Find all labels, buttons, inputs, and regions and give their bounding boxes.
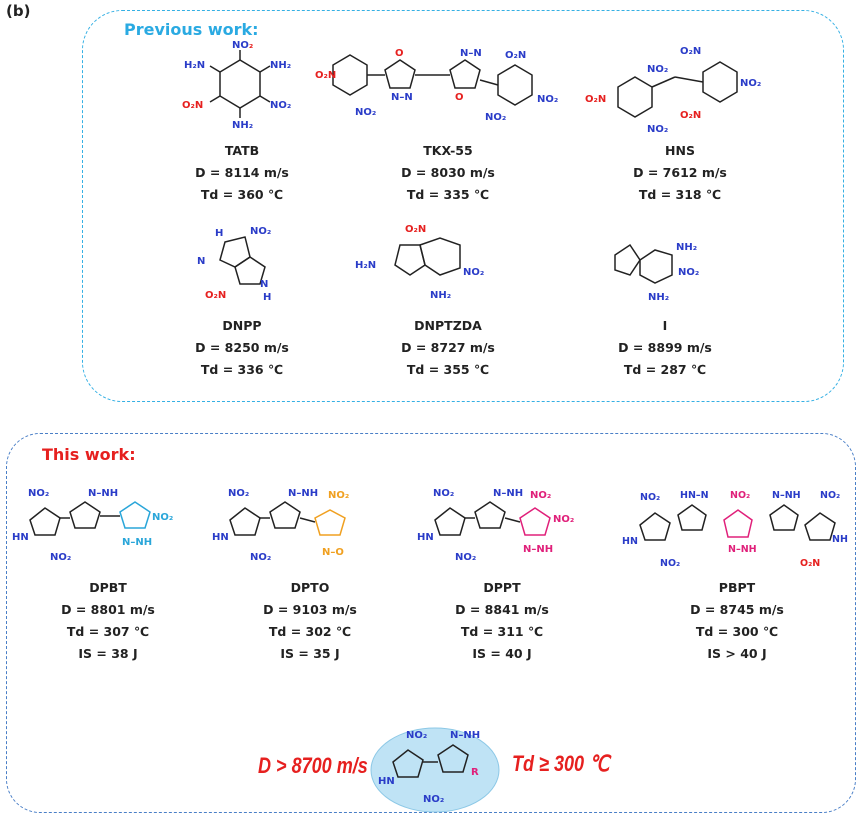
svg-text:N: N bbox=[260, 279, 268, 290]
svg-text:NO₂: NO₂ bbox=[537, 94, 558, 105]
svg-text:NO₂: NO₂ bbox=[250, 226, 271, 237]
dppt-caption: DPPT D = 8841 m/s Td = 311 ℃ IS = 40 J bbox=[455, 580, 549, 661]
svg-text:NO₂: NO₂ bbox=[530, 490, 551, 501]
svg-text:NO₂: NO₂ bbox=[730, 490, 750, 501]
tkx55-structure: O₂N O N–N N–N O NO₂ O₂N NO₂ NO₂ bbox=[315, 48, 558, 123]
svg-text:NO₂: NO₂ bbox=[406, 730, 427, 741]
dnpp-structure: H NO₂ N N H O₂N bbox=[197, 226, 271, 303]
svg-text:N–N: N–N bbox=[391, 92, 413, 103]
svg-text:N–N: N–N bbox=[460, 48, 482, 59]
dnpp-caption: DNPP D = 8250 m/s Td = 336 ℃ bbox=[195, 318, 289, 377]
svg-text:NO₂: NO₂ bbox=[660, 558, 680, 569]
this-work-box bbox=[6, 433, 856, 813]
svg-text:NH₂: NH₂ bbox=[270, 60, 291, 71]
svg-text:NH: NH bbox=[832, 534, 848, 545]
svg-text:HN: HN bbox=[417, 532, 434, 543]
svg-text:N–NH: N–NH bbox=[288, 488, 318, 499]
svg-text:NO₂: NO₂ bbox=[423, 794, 444, 805]
previous-work-box bbox=[82, 10, 844, 402]
hns-caption: HNS D = 7612 m/s Td = 318 ℃ bbox=[633, 143, 727, 202]
svg-text:O₂N: O₂N bbox=[585, 94, 606, 105]
svg-text:H: H bbox=[215, 228, 223, 239]
svg-text:O₂N: O₂N bbox=[505, 50, 526, 61]
svg-text:O₂N: O₂N bbox=[680, 110, 701, 121]
svg-text:NH₂: NH₂ bbox=[430, 290, 451, 301]
svg-text:N–NH: N–NH bbox=[122, 537, 152, 548]
general-scaffold-structure: NO₂ N–NH HN R NO₂ bbox=[370, 727, 500, 813]
svg-text:H₂N: H₂N bbox=[355, 260, 376, 271]
svg-text:O₂N: O₂N bbox=[800, 558, 820, 569]
svg-text:O₂N: O₂N bbox=[680, 46, 701, 57]
detonation-velocity-summary: D > 8700 m/s bbox=[258, 753, 368, 778]
pbpt-structure: NO₂ HN–N NO₂ N–NH NO₂ HN N–NH NH NO₂ O₂N bbox=[622, 490, 848, 569]
svg-text:NH₂: NH₂ bbox=[648, 292, 669, 303]
svg-text:NO₂: NO₂ bbox=[647, 64, 668, 75]
svg-text:HN: HN bbox=[622, 536, 638, 547]
svg-text:R: R bbox=[471, 767, 479, 778]
svg-text:NO₂: NO₂ bbox=[270, 100, 291, 111]
this-work-title: This work: bbox=[42, 445, 136, 464]
svg-text:N: N bbox=[197, 256, 205, 267]
decomposition-temperature-summary: Td ≥ 300 ℃ bbox=[512, 751, 610, 776]
svg-text:O: O bbox=[395, 48, 404, 59]
svg-text:NO₂: NO₂ bbox=[647, 124, 668, 135]
svg-text:NO₂: NO₂ bbox=[152, 512, 173, 523]
tatb-structure: NO₂ NH₂ NO₂ NH₂ O₂N H₂N bbox=[182, 40, 291, 131]
svg-text:NO₂: NO₂ bbox=[678, 267, 699, 278]
dnptzda-structure: O₂N H₂N NO₂ NH₂ bbox=[355, 224, 484, 301]
svg-text:HN–N: HN–N bbox=[680, 490, 709, 501]
pbpt-caption: PBPT D = 8745 m/s Td = 300 ℃ IS > 40 J bbox=[690, 580, 784, 661]
panel-label: (b) bbox=[6, 2, 31, 20]
svg-text:N–NH: N–NH bbox=[728, 544, 757, 555]
svg-text:NO₂: NO₂ bbox=[228, 488, 249, 499]
dpto-caption: DPTO D = 9103 m/s Td = 302 ℃ IS = 35 J bbox=[263, 580, 357, 661]
svg-text:O₂N: O₂N bbox=[182, 100, 203, 111]
svg-text:NO₂: NO₂ bbox=[355, 107, 376, 118]
tkx55-caption: TKX-55 D = 8030 m/s Td = 335 ℃ bbox=[401, 143, 495, 202]
tatb-caption: TATB D = 8114 m/s Td = 360 ℃ bbox=[195, 143, 289, 202]
svg-text:NO₂: NO₂ bbox=[50, 552, 71, 563]
svg-text:NO₂: NO₂ bbox=[328, 490, 349, 501]
svg-text:H₂N: H₂N bbox=[184, 60, 205, 71]
compound-i-caption: I D = 8899 m/s Td = 287 ℃ bbox=[618, 318, 712, 377]
svg-text:N–NH: N–NH bbox=[450, 730, 480, 741]
svg-text:NH₂: NH₂ bbox=[232, 120, 253, 131]
svg-text:O₂N: O₂N bbox=[315, 70, 336, 81]
svg-text:NH₂: NH₂ bbox=[676, 242, 697, 253]
svg-text:NO₂: NO₂ bbox=[232, 40, 253, 51]
svg-text:HN: HN bbox=[378, 776, 395, 787]
svg-text:O₂N: O₂N bbox=[405, 224, 426, 235]
svg-text:NO₂: NO₂ bbox=[820, 490, 840, 501]
svg-text:NO₂: NO₂ bbox=[553, 514, 574, 525]
svg-text:O₂N: O₂N bbox=[205, 290, 226, 301]
previous-work-title: Previous work: bbox=[124, 20, 259, 39]
dppt-structure: NO₂ N–NH NO₂ NO₂ HN NO₂ N–NH bbox=[417, 488, 574, 563]
dpto-structure: NO₂ N–NH NO₂ HN NO₂ N–O bbox=[212, 488, 349, 563]
svg-text:N–NH: N–NH bbox=[772, 490, 801, 501]
svg-text:NO₂: NO₂ bbox=[740, 78, 761, 89]
svg-text:HN: HN bbox=[212, 532, 229, 543]
svg-text:N–NH: N–NH bbox=[88, 488, 118, 499]
compound-i-structure: NH₂ NO₂ NH₂ bbox=[614, 242, 699, 303]
svg-text:NO₂: NO₂ bbox=[28, 488, 49, 499]
svg-text:N–NH: N–NH bbox=[523, 544, 553, 555]
dpbt-structure: NO₂ N–NH HN NO₂ NO₂ N–NH bbox=[12, 488, 173, 563]
svg-text:NO₂: NO₂ bbox=[455, 552, 476, 563]
svg-text:O: O bbox=[455, 92, 464, 103]
dpbt-caption: DPBT D = 8801 m/s Td = 307 ℃ IS = 38 J bbox=[61, 580, 155, 661]
dnptzda-caption: DNPTZDA D = 8727 m/s Td = 355 ℃ bbox=[401, 318, 495, 377]
svg-text:N–NH: N–NH bbox=[493, 488, 523, 499]
svg-text:NO₂: NO₂ bbox=[463, 267, 484, 278]
svg-text:NO₂: NO₂ bbox=[433, 488, 454, 499]
svg-text:NO₂: NO₂ bbox=[250, 552, 271, 563]
svg-text:N–O: N–O bbox=[322, 547, 344, 558]
svg-text:NO₂: NO₂ bbox=[640, 492, 660, 503]
hns-structure: O₂N NO₂ NO₂ O₂N O₂N NO₂ bbox=[585, 46, 761, 135]
svg-text:H: H bbox=[263, 292, 271, 303]
svg-text:NO₂: NO₂ bbox=[485, 112, 506, 123]
svg-text:HN: HN bbox=[12, 532, 29, 543]
